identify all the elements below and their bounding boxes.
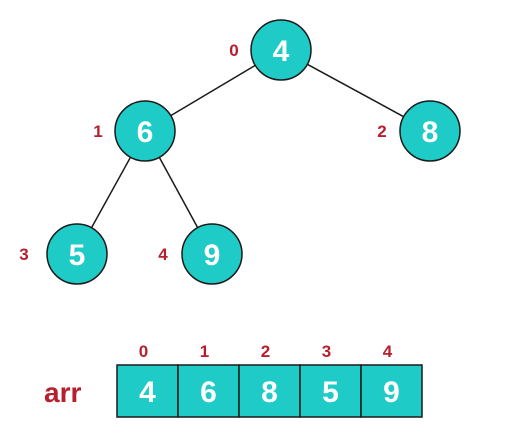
node-value: 8 (422, 116, 439, 149)
node-circle (181, 223, 243, 285)
array-index: 0 (139, 342, 148, 361)
array-value: 4 (139, 376, 156, 409)
array-value: 9 (383, 376, 400, 409)
array-cell: 82 (238, 342, 301, 418)
array-cell: 94 (360, 342, 423, 418)
node-index: 4 (158, 245, 168, 264)
tree-edge (158, 156, 199, 229)
node-circle (46, 223, 108, 285)
array-index: 1 (200, 342, 209, 361)
array-cell-box (116, 364, 179, 418)
node-index: 3 (19, 245, 28, 264)
array-value: 5 (322, 376, 339, 409)
array-value: 6 (200, 376, 217, 409)
array-cell-box (177, 364, 240, 418)
node-circle (114, 100, 176, 162)
tree-edge (170, 64, 256, 117)
node-value: 4 (273, 35, 290, 68)
tree-node: 53 (19, 223, 108, 285)
array-cell: 40 (116, 342, 179, 418)
array-index: 4 (383, 342, 393, 361)
tree-node: 61 (93, 100, 176, 162)
node-index: 1 (93, 122, 102, 141)
node-circle (250, 19, 312, 81)
tree-edge (306, 63, 405, 118)
array-cell-box (238, 364, 301, 418)
tree-node: 94 (158, 223, 243, 285)
node-value: 6 (137, 116, 154, 149)
tree-node: 82 (377, 100, 461, 162)
array-cell-box (360, 364, 423, 418)
node-index: 0 (229, 41, 238, 60)
node-circle (399, 100, 461, 162)
array-index: 2 (261, 342, 270, 361)
array-index: 3 (322, 342, 331, 361)
node-value: 5 (69, 239, 86, 272)
array-cell-box (299, 364, 362, 418)
tree-edge (90, 156, 132, 229)
node-value: 9 (204, 239, 221, 272)
tree-node: 40 (229, 19, 312, 81)
node-index: 2 (377, 122, 386, 141)
array-value: 8 (261, 376, 278, 409)
tree-edges (90, 63, 405, 229)
array-cell: 61 (177, 342, 240, 418)
array-label: arr (44, 377, 81, 408)
array-cell: 53 (299, 342, 362, 418)
